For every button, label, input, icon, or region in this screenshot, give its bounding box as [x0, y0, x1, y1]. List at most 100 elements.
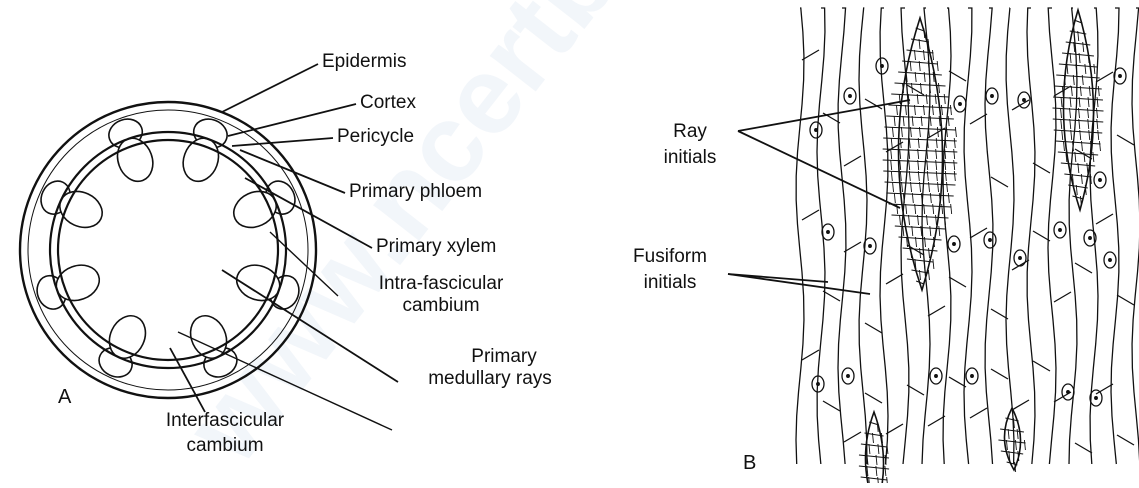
nucleus-dot — [1095, 397, 1098, 400]
fusiform-cross-wall — [886, 424, 903, 434]
fusiform-cell-wall — [880, 8, 888, 464]
ray-cell-wall — [933, 259, 934, 269]
ray-cell-wall — [859, 455, 889, 458]
ray-cell-wall — [933, 204, 934, 214]
fusiform-cross-wall — [991, 369, 1008, 379]
fusiform-cross-wall — [1012, 400, 1029, 410]
ray-cell-wall — [887, 477, 888, 483]
nucleus-dot — [1099, 179, 1102, 182]
label-epidermis: Epidermis — [322, 51, 406, 73]
label-pericycle: Pericycle — [337, 126, 414, 148]
ray-cell-wall — [894, 193, 895, 203]
ray-cell-wall — [1062, 86, 1063, 96]
nucleus-dot — [1119, 75, 1122, 78]
fusiform-cell-wall — [838, 8, 846, 464]
ray-cell-wall — [883, 149, 958, 152]
ray-cell-wall — [1097, 119, 1098, 129]
fusiform-cross-wall — [802, 50, 819, 60]
label-fusiform-initials-line1: Fusiform — [605, 246, 735, 268]
fusiform-cross-wall — [1117, 295, 1134, 305]
label-fusiform-initials: Fusiform initials — [605, 246, 735, 294]
ray-cell-wall — [900, 215, 901, 225]
fusiform-cross-wall — [1033, 231, 1050, 241]
nucleus-dot — [1109, 259, 1112, 262]
fusiform-cell-wall — [943, 8, 951, 464]
ray-cell-wall — [893, 182, 894, 192]
ray-cell-wall — [914, 50, 915, 60]
ray-cell-wall — [909, 215, 910, 225]
ray-cell-wall — [937, 127, 938, 137]
ray-cell-wall — [1094, 64, 1095, 74]
fusiform-cell-wall — [985, 8, 993, 464]
nucleus-dot — [971, 375, 974, 378]
fusiform-cross-wall — [1096, 214, 1113, 224]
ray-cell-wall — [892, 127, 893, 137]
fusiform-cell-wall — [817, 8, 825, 464]
ray-cell-wall — [903, 116, 904, 126]
ray-cell-wall — [1070, 53, 1071, 63]
ray-cell-wall — [1015, 462, 1016, 472]
ray-cell-wall — [1088, 97, 1089, 107]
label-interfascicular-line1: Interfascicular — [140, 410, 310, 432]
fusiform-cell-wall — [1111, 8, 1119, 464]
nucleus-dot — [1089, 237, 1092, 240]
ray-cell-wall — [900, 171, 901, 181]
fusiform-cell-wall — [964, 8, 972, 464]
panel-letter-a: A — [58, 386, 71, 408]
ray-cell-wall — [1059, 64, 1097, 67]
fusiform-cross-wall — [1012, 100, 1029, 110]
ray-cell-wall — [878, 477, 879, 483]
ray-cell-wall — [910, 61, 911, 71]
ray-cell-wall — [900, 138, 901, 148]
ray-cell-wall — [1054, 86, 1101, 89]
ray-cell-wall — [938, 83, 939, 93]
fusiform-cell-wall — [1027, 8, 1035, 464]
fusiform-cross-wall — [1117, 435, 1134, 445]
ray-cell-wall — [954, 160, 955, 170]
ray-cell-wall — [903, 226, 904, 236]
ray-cell-wall — [930, 226, 931, 236]
label-primary-medullary-line2: medullary rays — [380, 368, 600, 390]
ray-cell-wall — [900, 160, 901, 170]
ray-cell-wall — [942, 204, 943, 214]
ray-cell-wall — [901, 127, 902, 137]
fusiform-cell-wall — [796, 8, 804, 464]
fusiform-cell-wall — [1048, 8, 1056, 464]
ray-cell-wall — [1088, 119, 1089, 129]
ray-cell-wall — [900, 149, 901, 159]
label-ray-initials: Ray initials — [640, 121, 740, 169]
ray-cell-wall — [896, 105, 897, 115]
ray-cell-wall — [1099, 141, 1100, 151]
nucleus-dot — [1023, 99, 1026, 102]
fusiform-cell-wall — [1006, 8, 1014, 464]
nucleus-dot — [1019, 257, 1022, 260]
label-intra-fascicular-line2: cambium — [338, 295, 544, 317]
fusiform-cross-wall — [949, 71, 966, 81]
ray-cell-wall — [1068, 185, 1088, 188]
ray-cell-wall — [928, 270, 929, 280]
ray-cell-wall — [1054, 130, 1103, 133]
ray-cell-wall — [944, 94, 945, 104]
ray-cell-wall — [936, 160, 937, 170]
ray-cell-wall — [1055, 141, 1100, 144]
ray-cell-wall — [945, 160, 946, 170]
ray-cell-wall — [947, 182, 948, 192]
ray-cell-wall — [924, 28, 925, 38]
fusiform-cross-wall — [844, 432, 861, 442]
fusiform-cross-wall — [928, 306, 945, 316]
ray-cell-wall — [1093, 152, 1094, 162]
ray-cell-wall — [907, 259, 933, 262]
ray-cell-wall — [932, 105, 933, 115]
ray-cell-wall — [1067, 64, 1068, 74]
label-primary-xylem: Primary xylem — [376, 236, 496, 258]
label-intra-fascicular-line1: Intra-fascicular — [338, 273, 544, 295]
ray-cell-wall — [891, 160, 892, 170]
ray-cell-wall — [1087, 163, 1088, 173]
label-intra-fascicular-cambium: Intra-fascicular cambium — [338, 273, 544, 317]
ray-cell-wall — [1085, 64, 1086, 74]
ray-cell-wall — [1024, 440, 1025, 450]
fusiform-cross-wall — [928, 416, 945, 426]
label-ray-initials-line1: Ray — [640, 121, 740, 143]
ray-cell-wall — [954, 138, 955, 148]
ray-cell-wall — [1061, 119, 1062, 129]
